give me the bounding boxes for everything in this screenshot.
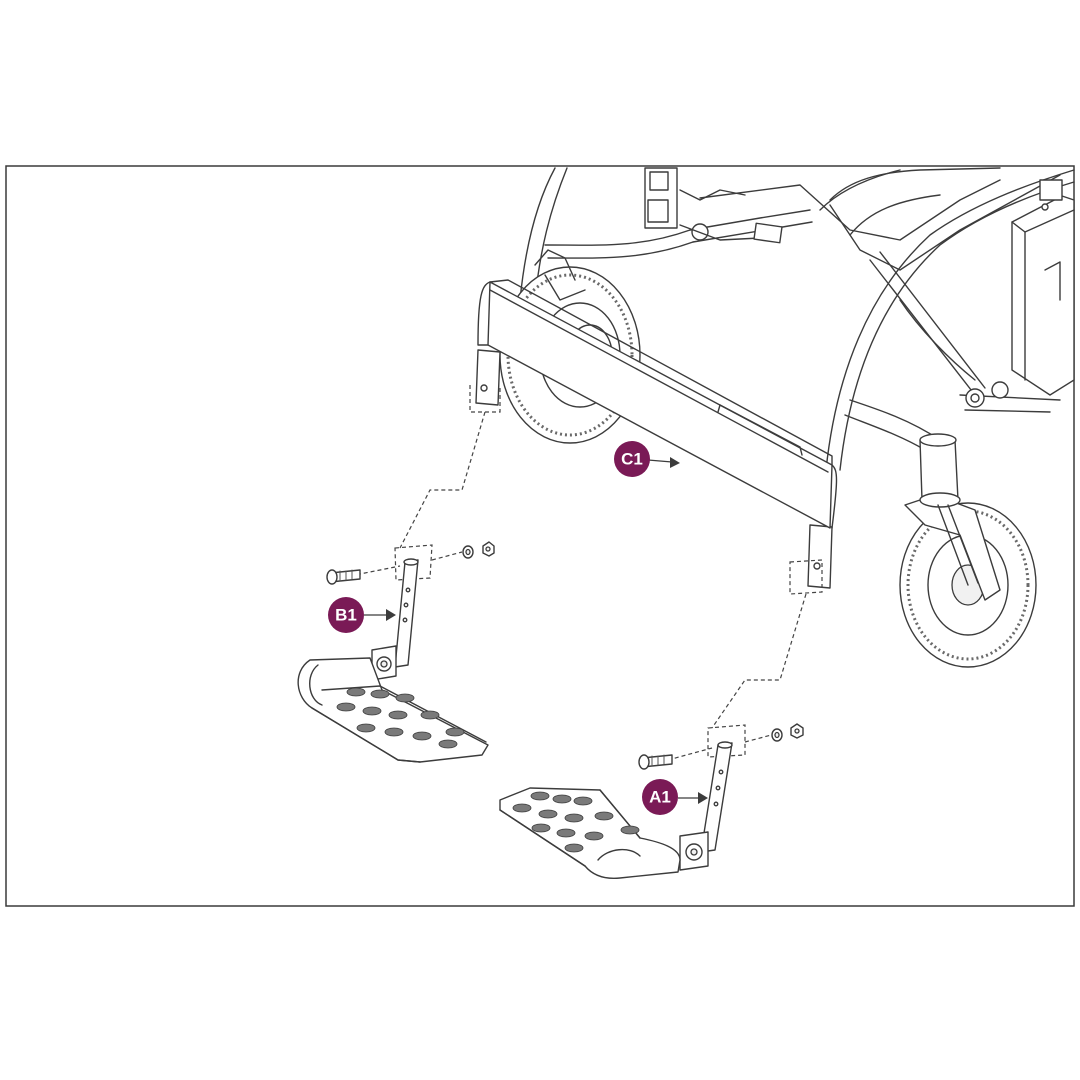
callout-a1: A1 [642, 779, 708, 815]
left-bolt [326, 569, 361, 585]
assembly-guide-lines [349, 385, 823, 761]
wheelchair-frame [519, 167, 1075, 481]
callout-a1-badge [642, 779, 678, 815]
callout-c1-label: C1 [621, 450, 643, 469]
right-washer [771, 728, 783, 742]
right-bolt [638, 754, 673, 770]
footrest-crossbar-c1 [475, 279, 838, 589]
callout-b1-badge [328, 597, 364, 633]
right-plate-holes [512, 791, 640, 853]
callout-c1-badge [614, 441, 650, 477]
callout-c1: C1 [614, 441, 680, 477]
right-nut [790, 723, 804, 739]
left-footrest-b1 [297, 541, 495, 763]
callout-b1-label: B1 [335, 606, 357, 625]
callout-a1-label: A1 [649, 788, 671, 807]
left-nut [482, 541, 495, 557]
front-right-caster-wheel [899, 433, 1037, 668]
left-washer [462, 545, 474, 559]
right-footrest-a1 [499, 723, 804, 880]
left-plate-holes [336, 687, 465, 749]
callout-b1: B1 [328, 597, 396, 633]
